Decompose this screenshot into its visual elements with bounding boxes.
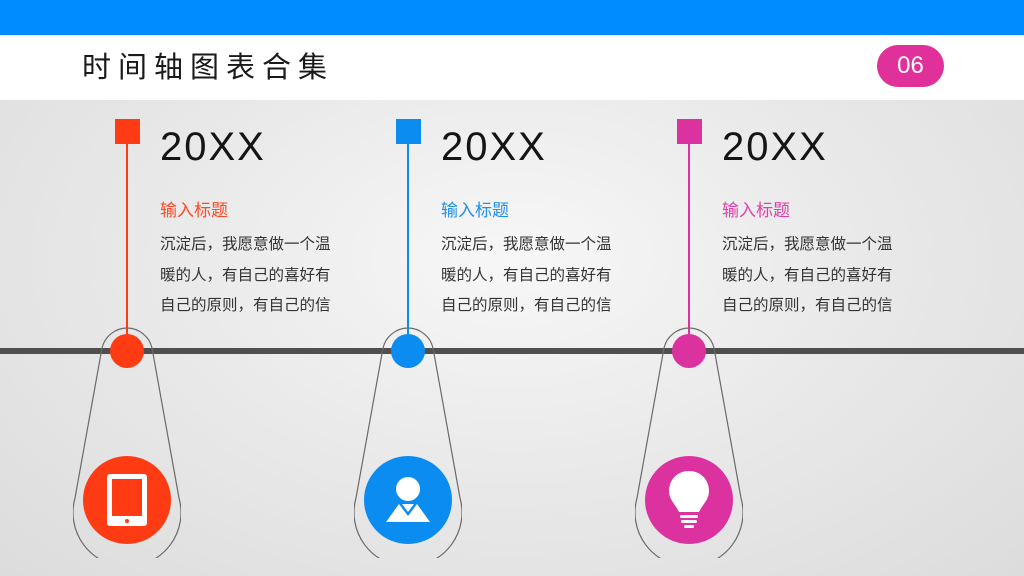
tablet-icon — [107, 474, 147, 526]
timeline-item-1: 20XX 输入标题 沉淀后，我愿意做一个温 暖的人，有自己的喜好有 自己的原则，… — [73, 0, 427, 576]
icon-circle — [83, 456, 171, 544]
year-label: 20XX — [722, 125, 828, 169]
item-title: 输入标题 — [722, 201, 790, 221]
item-description: 沉淀后，我愿意做一个温 暖的人，有自己的喜好有 自己的原则，有自己的信 — [441, 229, 656, 321]
item-description: 沉淀后，我愿意做一个温 暖的人，有自己的喜好有 自己的原则，有自己的信 — [160, 229, 375, 321]
description-line: 沉淀后，我愿意做一个温 — [722, 235, 893, 253]
top-accent-bar — [0, 0, 1024, 35]
user-icon — [386, 477, 430, 522]
timeline-stem — [688, 144, 690, 334]
marker-square — [396, 119, 421, 144]
marker-square — [115, 119, 140, 144]
item-title: 输入标题 — [160, 201, 228, 221]
timeline-node[interactable] — [110, 334, 144, 368]
year-label: 20XX — [441, 125, 547, 169]
timeline-item-2: 20XX 输入标题 沉淀后，我愿意做一个温 暖的人，有自己的喜好有 自己的原则，… — [354, 0, 708, 576]
header: 时间轴图表合集 06 — [0, 35, 1024, 100]
icon-circle — [645, 456, 733, 544]
description-line: 自己的原则，有自己的信 — [722, 296, 893, 314]
icon-circle — [364, 456, 452, 544]
timeline-stem — [126, 144, 128, 334]
marker-square — [677, 119, 702, 144]
teardrop-outline — [73, 327, 181, 558]
timeline-item-3: 20XX 输入标题 沉淀后，我愿意做一个温 暖的人，有自己的喜好有 自己的原则，… — [635, 0, 989, 576]
lightbulb-icon — [669, 471, 709, 528]
teardrop-outline — [635, 327, 743, 558]
item-description: 沉淀后，我愿意做一个温 暖的人，有自己的喜好有 自己的原则，有自己的信 — [722, 229, 937, 321]
page-title: 时间轴图表合集 — [82, 50, 335, 84]
timeline-node[interactable] — [391, 334, 425, 368]
description-line: 沉淀后，我愿意做一个温 — [441, 235, 612, 253]
timeline-stem — [407, 144, 409, 334]
description-line: 暖的人，有自己的喜好有 — [160, 265, 331, 284]
timeline-node[interactable] — [672, 334, 706, 368]
year-label: 20XX — [160, 125, 266, 169]
item-title: 输入标题 — [441, 201, 509, 221]
description-line: 自己的原则，有自己的信 — [160, 296, 331, 314]
description-line: 暖的人，有自己的喜好有 — [722, 265, 893, 284]
description-line: 暖的人，有自己的喜好有 — [441, 265, 612, 284]
timeline-axis — [0, 348, 1024, 354]
page-number-badge: 06 — [877, 45, 944, 87]
description-line: 沉淀后，我愿意做一个温 — [160, 235, 331, 253]
teardrop-outline — [354, 327, 462, 558]
description-line: 自己的原则，有自己的信 — [441, 296, 612, 314]
